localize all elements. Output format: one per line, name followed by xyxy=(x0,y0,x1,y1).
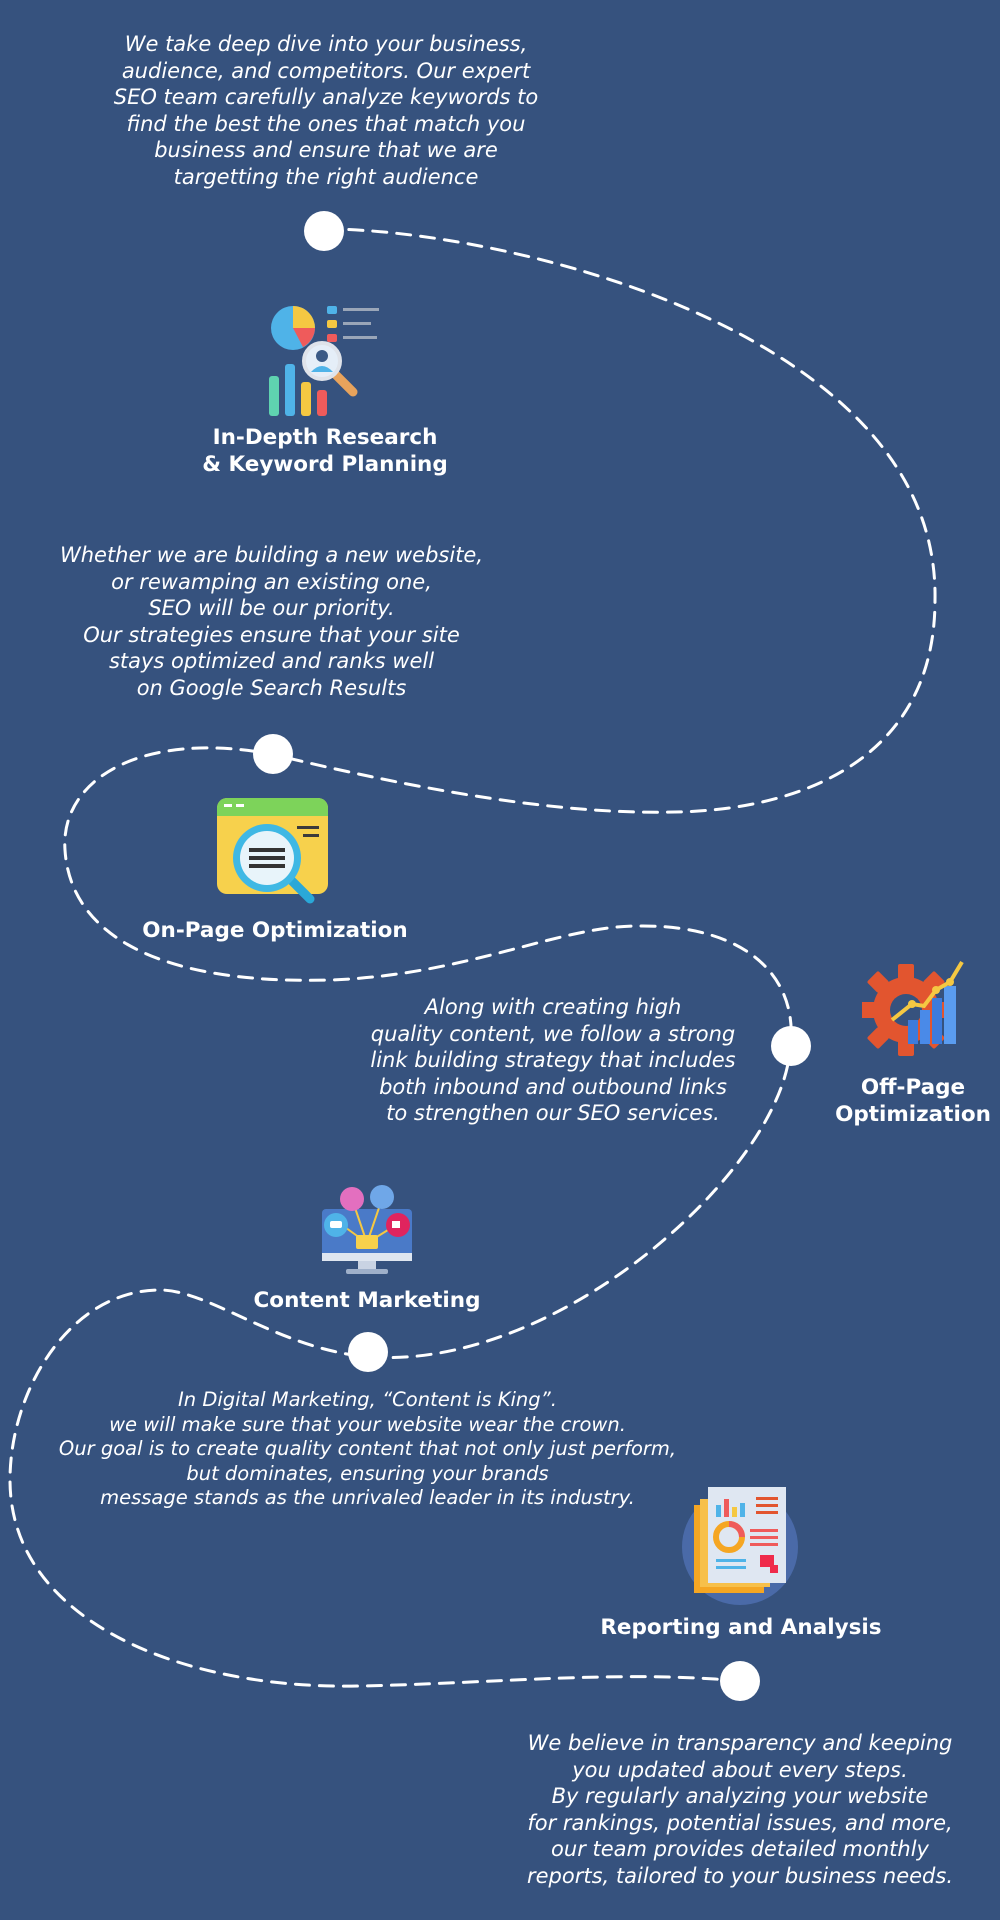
description-line: Along with creating high xyxy=(424,995,682,1019)
step-marker-dot xyxy=(253,734,293,774)
step-marker-dot xyxy=(771,1026,811,1066)
description-line: our team provides detailed monthly xyxy=(551,1837,929,1861)
description-line: targetting the right audience xyxy=(173,164,479,189)
monitor-social-icon xyxy=(322,1185,412,1274)
description-line: By regularly analyzing your website xyxy=(551,1784,929,1808)
report-document-icon xyxy=(682,1487,798,1605)
title-line: Reporting and Analysis xyxy=(600,1615,882,1640)
step-marker-dot xyxy=(720,1661,760,1701)
step-marker-dot xyxy=(348,1332,388,1372)
gear-growth-chart-icon xyxy=(862,960,964,1056)
title-line: In-Depth Research xyxy=(212,425,438,450)
step-3-title: Off-Page Optimization xyxy=(833,1074,993,1128)
description-line: In Digital Marketing, “Content is King”. xyxy=(178,1388,557,1411)
step-2-title: On-Page Optimization xyxy=(130,917,420,944)
browser-magnifier-icon xyxy=(217,798,328,904)
step-1-description: We take deep dive into your business, au… xyxy=(76,31,576,190)
title-line: & Keyword Planning xyxy=(202,452,448,477)
description-line: on Google Search Results xyxy=(136,675,407,700)
description-line: link building strategy that includes xyxy=(370,1048,736,1072)
description-line: you updated about every steps. xyxy=(572,1757,908,1782)
step-5-title: Reporting and Analysis xyxy=(596,1614,886,1641)
step-5-description: We believe in transparency and keeping y… xyxy=(505,1730,975,1889)
description-line: find the best the ones that match you xyxy=(126,111,526,136)
step-marker-dot xyxy=(304,211,344,251)
description-line: we will make sure that your website wear… xyxy=(109,1412,626,1436)
description-line: business and ensure that we are xyxy=(154,138,498,162)
step-4-title: Content Marketing xyxy=(237,1287,497,1314)
title-line: Optimization xyxy=(835,1102,991,1127)
description-line: quality content, we follow a strong xyxy=(370,1021,736,1046)
description-line: We take deep dive into your business, xyxy=(124,32,528,56)
title-line: On-Page Optimization xyxy=(142,918,408,943)
description-line: message stands as the unrivaled leader i… xyxy=(100,1486,635,1509)
description-line: for rankings, potential issues, and more… xyxy=(527,1810,953,1835)
description-line: or rewamping an existing one, xyxy=(111,569,432,594)
description-line: SEO will be our priority. xyxy=(148,596,395,620)
step-2-description: Whether we are building a new website, o… xyxy=(35,542,508,701)
description-line: reports, tailored to your business needs… xyxy=(526,1863,954,1888)
description-line: Our strategies ensure that your site xyxy=(83,622,460,647)
description-line: SEO team carefully analyze keywords to xyxy=(113,85,539,109)
title-line: Off-Page xyxy=(860,1075,966,1100)
description-line: Our goal is to create quality content th… xyxy=(58,1437,677,1460)
description-line: audience, and competitors. Our expert xyxy=(121,58,531,83)
description-line: Whether we are building a new website, xyxy=(59,543,484,567)
step-1-title: In-Depth Research & Keyword Planning xyxy=(195,424,455,478)
description-line: stays optimized and ranks well xyxy=(108,649,435,673)
description-line: We believe in transparency and keeping xyxy=(527,1731,953,1755)
title-line: Content Marketing xyxy=(253,1288,481,1313)
research-analytics-icon xyxy=(269,306,379,416)
description-line: to strengthen our SEO services. xyxy=(386,1101,720,1125)
step-3-description: Along with creating high quality content… xyxy=(353,994,753,1127)
description-line: both inbound and outbound links xyxy=(379,1074,727,1099)
step-4-description: In Digital Marketing, “Content is King”.… xyxy=(30,1388,705,1511)
description-line: but dominates, ensuring your brands xyxy=(186,1461,549,1485)
